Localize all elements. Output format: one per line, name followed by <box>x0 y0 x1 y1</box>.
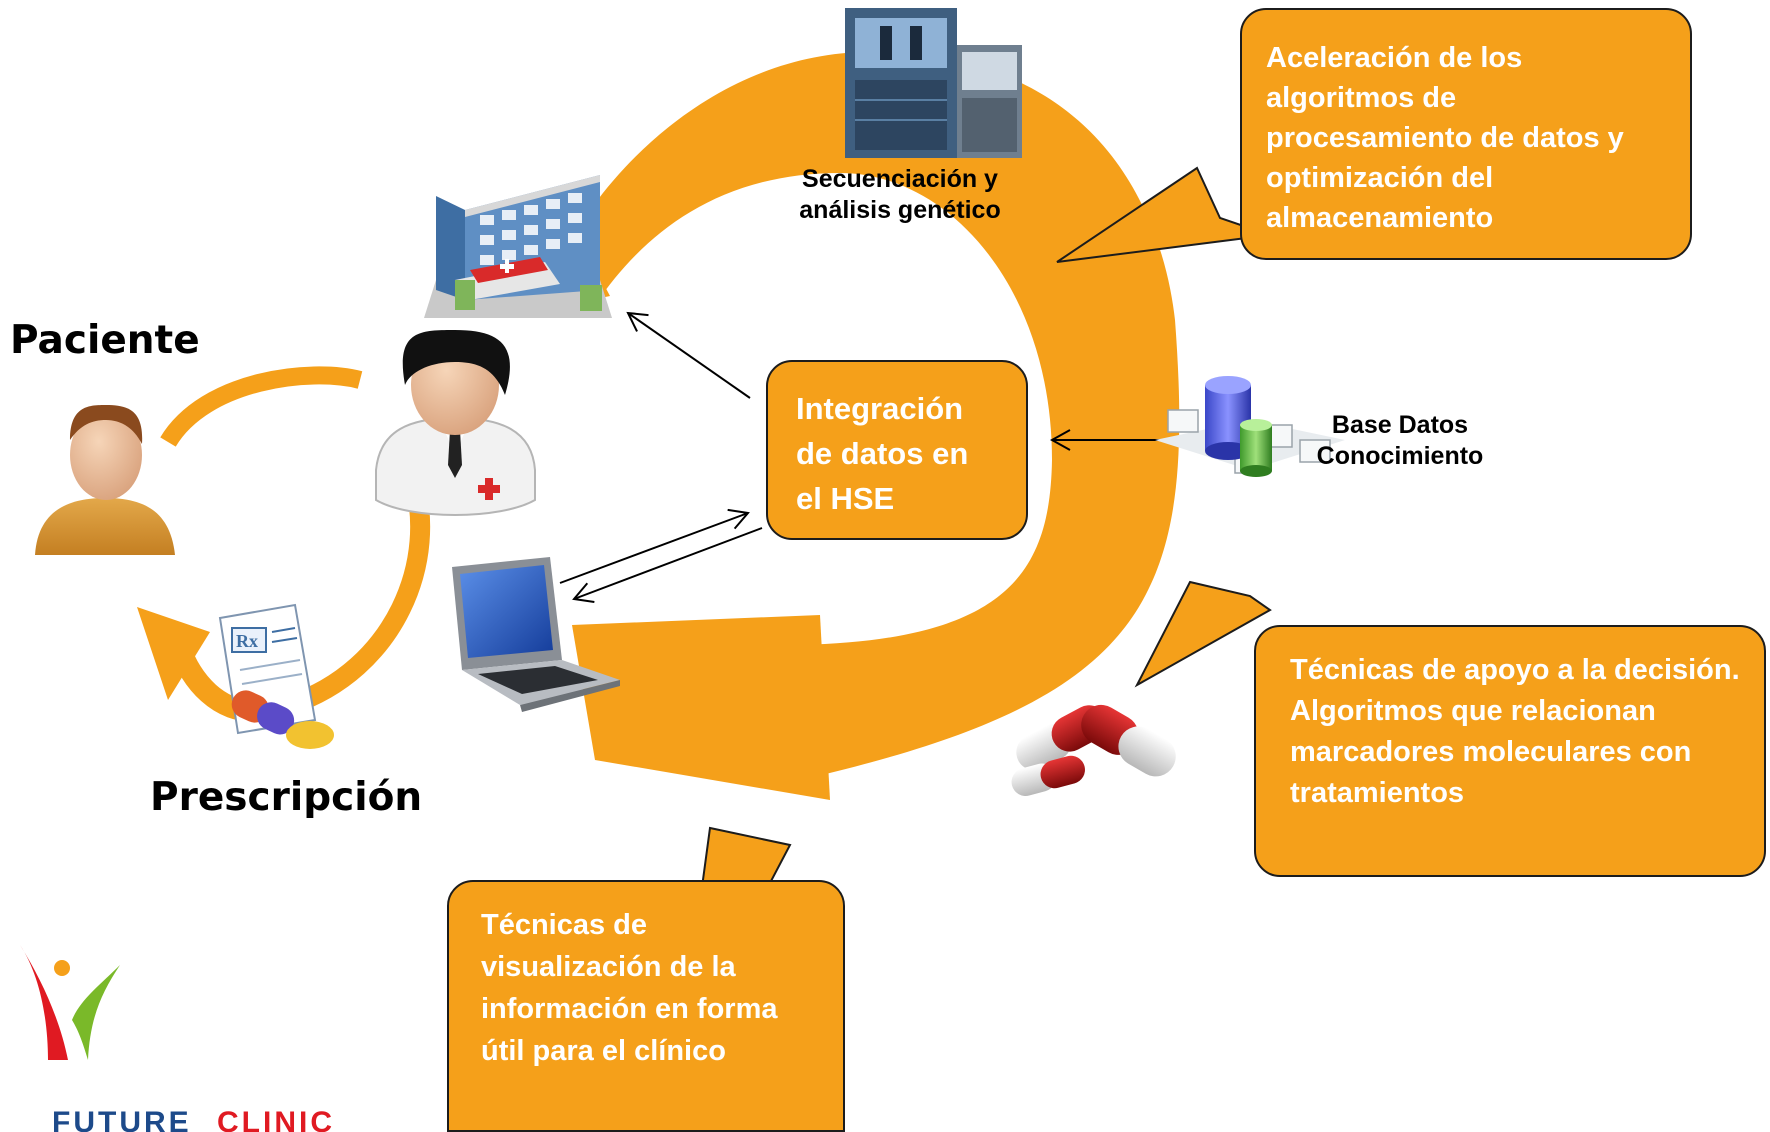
database-icon <box>1155 376 1345 477</box>
hospital-icon <box>424 175 612 318</box>
arrow-to-hospital <box>626 311 751 399</box>
decision-callout: Técnicas de apoyo a la decisión. Algorit… <box>1254 625 1766 877</box>
laptop-icon <box>452 557 620 712</box>
acceleration-callout-text: Aceleración de los algoritmos de procesa… <box>1266 42 1624 234</box>
prescription-label: Prescripción <box>150 775 423 820</box>
database-label: Base Datos Conocimiento <box>1316 411 1484 470</box>
sequencer-icon <box>845 8 1022 158</box>
future-clinic-logo: FUTURE CLINIC <box>20 945 335 1132</box>
patient-icon <box>35 405 175 555</box>
visualization-callout-text: Técnicas de visualización de la informac… <box>481 909 778 1067</box>
acceleration-callout: Aceleración de los algoritmos de procesa… <box>1240 8 1692 260</box>
logo-text-clinic: CLINIC <box>217 1106 335 1132</box>
pills-icon <box>1011 704 1176 796</box>
svg-text:FUTURE CLINIC: FUTURE CLINIC <box>52 1106 335 1132</box>
visualization-callout: Técnicas de visualización de la informac… <box>447 880 845 1132</box>
svg-text:Rx: Rx <box>236 631 258 651</box>
arrow-integration-to-laptop <box>572 527 763 603</box>
integration-callout: Integración de datos en el HSE <box>766 360 1028 540</box>
arrow-laptop-to-integration <box>559 508 750 584</box>
doctor-icon <box>375 330 536 516</box>
connector-arrows <box>559 311 1160 603</box>
prescription-icon: Rx <box>218 603 334 749</box>
decision-callout-text: Técnicas de apoyo a la decisión. Algorit… <box>1290 654 1740 809</box>
patient-label: Paciente <box>10 318 200 363</box>
sequencing-label: Secuenciación y análisis genético <box>799 165 1001 224</box>
logo-text-future: FUTURE <box>52 1106 192 1132</box>
integration-callout-text: Integración de datos en el HSE <box>796 391 969 516</box>
